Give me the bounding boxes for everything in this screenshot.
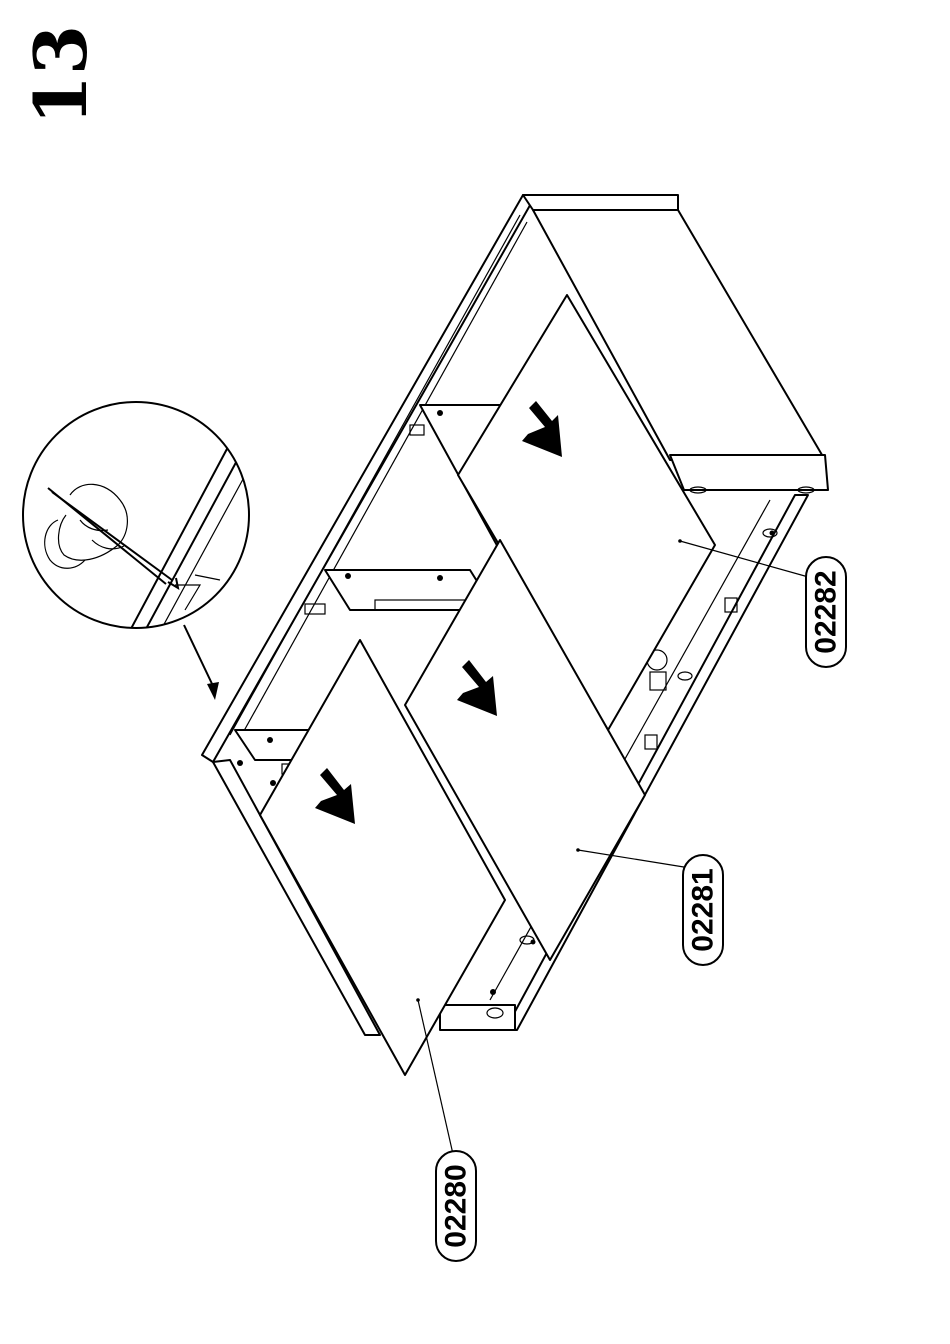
part-label-02282: 02282	[806, 557, 846, 667]
part-label-02281: 02281	[683, 855, 723, 965]
detail-zoom-circle	[23, 402, 249, 700]
part-code-02280: 02280	[440, 1164, 473, 1247]
zoom-circle-outline	[23, 402, 249, 628]
part-code-02281: 02281	[687, 868, 720, 951]
part-code-02282: 02282	[810, 570, 843, 653]
pencil-marking-hand-icon	[45, 447, 248, 650]
part-label-02280: 02280	[436, 1151, 476, 1261]
